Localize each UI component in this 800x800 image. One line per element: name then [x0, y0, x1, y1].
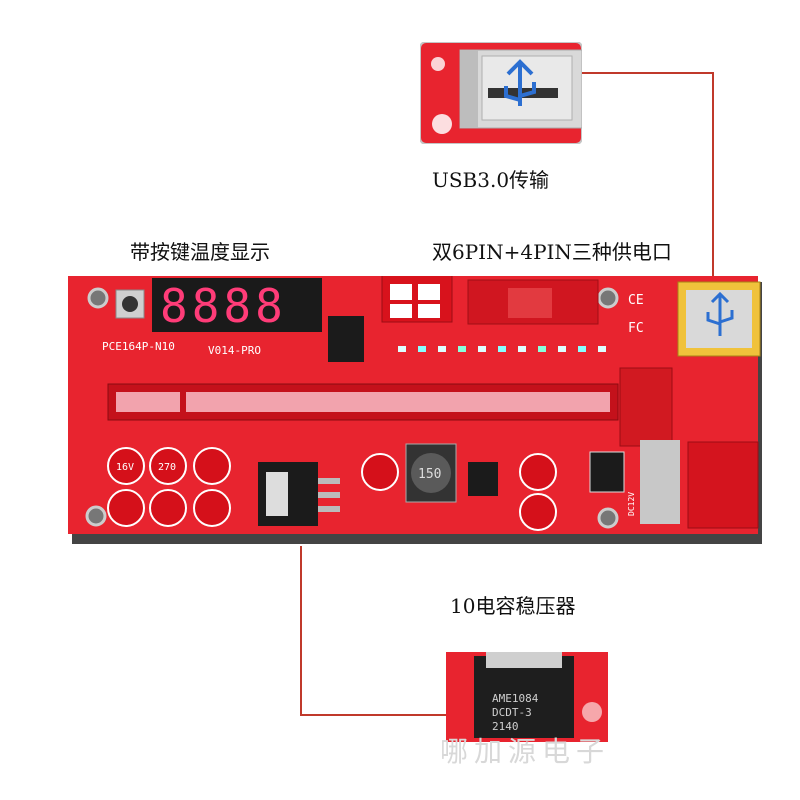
dc-input-label: DC12V [627, 492, 636, 516]
connector-line-usb-horizontal [582, 72, 714, 74]
led-indicator-row [398, 346, 606, 352]
capacitor-group-left [107, 447, 231, 527]
push-button-icon [115, 289, 145, 319]
chip-marking-line-2: DCDT-3 [492, 706, 532, 719]
capacitor-caption: 10电容稳压器 [450, 594, 576, 618]
board-usb-port [677, 281, 761, 357]
connector-line-chip-vertical [300, 546, 302, 716]
pcie-x16-slot [107, 367, 673, 447]
version-label: V014-PRO [208, 344, 261, 357]
power-caption: 双6PIN+4PIN三种供电口 [432, 240, 672, 264]
six-pin-power-connector [381, 276, 453, 323]
capacitor-value-mark: 270 [158, 462, 176, 473]
voltage-regulator [258, 462, 340, 526]
usb-caption: USB3.0传输 [432, 168, 550, 192]
board-usb-symbol-icon [706, 291, 734, 336]
temperature-display-digits: 8888 [160, 279, 287, 333]
riser-board-photo: 8888 PCE164P-N10 V014-PRO [68, 276, 768, 546]
display-caption: 带按键温度显示 [130, 240, 270, 264]
usb-closeup-photo [420, 42, 582, 144]
regulator-closeup-photo: AME1084 DCDT-3 2140 [446, 652, 608, 742]
watermark-text: 哪加源电子 [440, 735, 611, 768]
inductor: 150 [405, 443, 457, 503]
svg-text:CE: CE [628, 293, 644, 308]
model-label: PCE164P-N10 [102, 340, 175, 353]
connector-line-chip-horizontal [300, 714, 446, 716]
svg-text:FC: FC [628, 321, 644, 336]
inductor-label: 150 [418, 467, 441, 482]
chip-marking-line-3: 2140 [492, 720, 519, 733]
usb-symbol-icon [504, 59, 536, 106]
chip-marking-line-1: AME1084 [492, 692, 539, 705]
capacitor-voltage-mark: 16V [116, 462, 134, 473]
connector-line-usb-vertical [712, 72, 714, 282]
